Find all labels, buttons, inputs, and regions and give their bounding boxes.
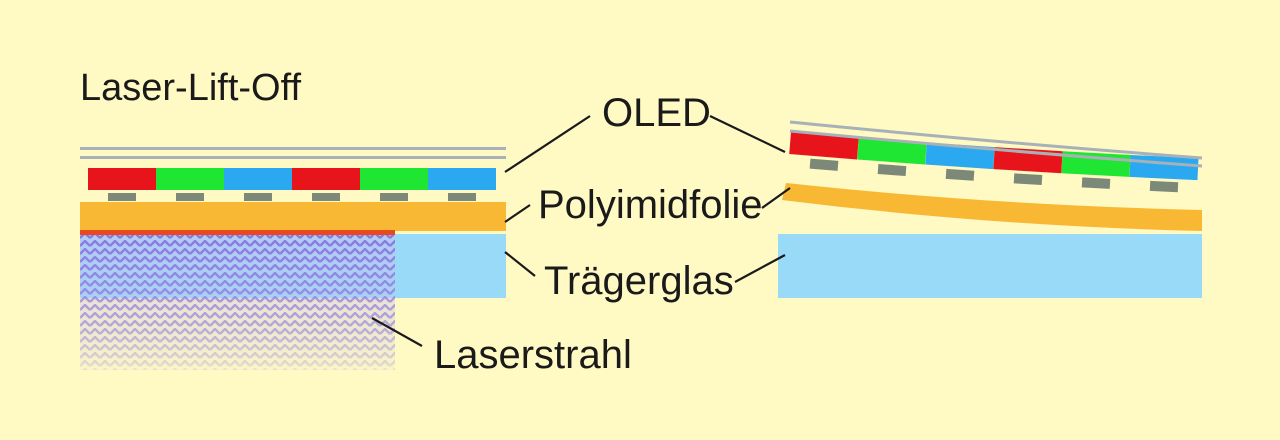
right-thin-film-top bbox=[789, 120, 1203, 160]
label-polyimide: Polyimidfolie bbox=[538, 183, 763, 227]
right-tft-block bbox=[1149, 180, 1179, 193]
right-pixel-red bbox=[789, 132, 859, 160]
left-pixel-red bbox=[88, 168, 156, 190]
leader-oled-right bbox=[709, 115, 786, 153]
right-pixel-green bbox=[857, 137, 927, 165]
left-thin-film-top bbox=[80, 147, 506, 150]
diagram-title: Laser-Lift-Off bbox=[80, 67, 301, 109]
leader-oled-left bbox=[504, 115, 591, 173]
leader-laser bbox=[371, 317, 423, 347]
right-carrier-glass bbox=[778, 234, 1202, 298]
left-pixel-green bbox=[156, 168, 224, 190]
right-tft-block bbox=[1081, 177, 1111, 189]
left-pixel-red bbox=[292, 168, 360, 190]
left-tft-block bbox=[448, 193, 476, 201]
left-pixel-blue bbox=[224, 168, 292, 190]
right-oled-pixels bbox=[789, 132, 1199, 181]
left-tft-block bbox=[108, 193, 136, 201]
right-stack bbox=[778, 120, 1203, 298]
left-tft-block bbox=[244, 193, 272, 201]
right-polyimide-foil bbox=[782, 183, 1202, 231]
right-tft-block bbox=[809, 158, 839, 171]
left-tft-row bbox=[108, 193, 476, 201]
leader-glass-right bbox=[734, 254, 786, 283]
left-oled-pixels bbox=[88, 168, 496, 190]
right-pixel-blue bbox=[1129, 154, 1199, 181]
right-tft-block bbox=[877, 164, 907, 177]
left-polyimide-foil bbox=[80, 202, 506, 231]
left-tft-block bbox=[380, 193, 408, 201]
right-tft-block bbox=[1013, 173, 1043, 186]
right-thin-film-bottom bbox=[789, 129, 1203, 168]
left-thin-film-bottom bbox=[80, 156, 506, 159]
left-pixel-green bbox=[360, 168, 428, 190]
left-tft-block bbox=[176, 193, 204, 201]
left-stack bbox=[80, 147, 506, 370]
leader-polyimide-left bbox=[504, 204, 531, 223]
label-oled: OLED bbox=[602, 91, 711, 135]
left-pixel-blue bbox=[428, 168, 496, 190]
laser-interface-edge bbox=[80, 230, 395, 235]
leader-lines bbox=[371, 115, 791, 347]
label-carrier-glass: Trägerglas bbox=[544, 259, 734, 303]
label-laser-beam: Laserstrahl bbox=[434, 333, 632, 377]
laser-beam-pattern bbox=[80, 232, 395, 370]
right-tft-row bbox=[809, 158, 1179, 193]
left-tft-block bbox=[312, 193, 340, 201]
leader-polyimide-right bbox=[761, 187, 791, 209]
leader-glass-left bbox=[504, 251, 536, 277]
right-tft-block bbox=[945, 168, 975, 181]
